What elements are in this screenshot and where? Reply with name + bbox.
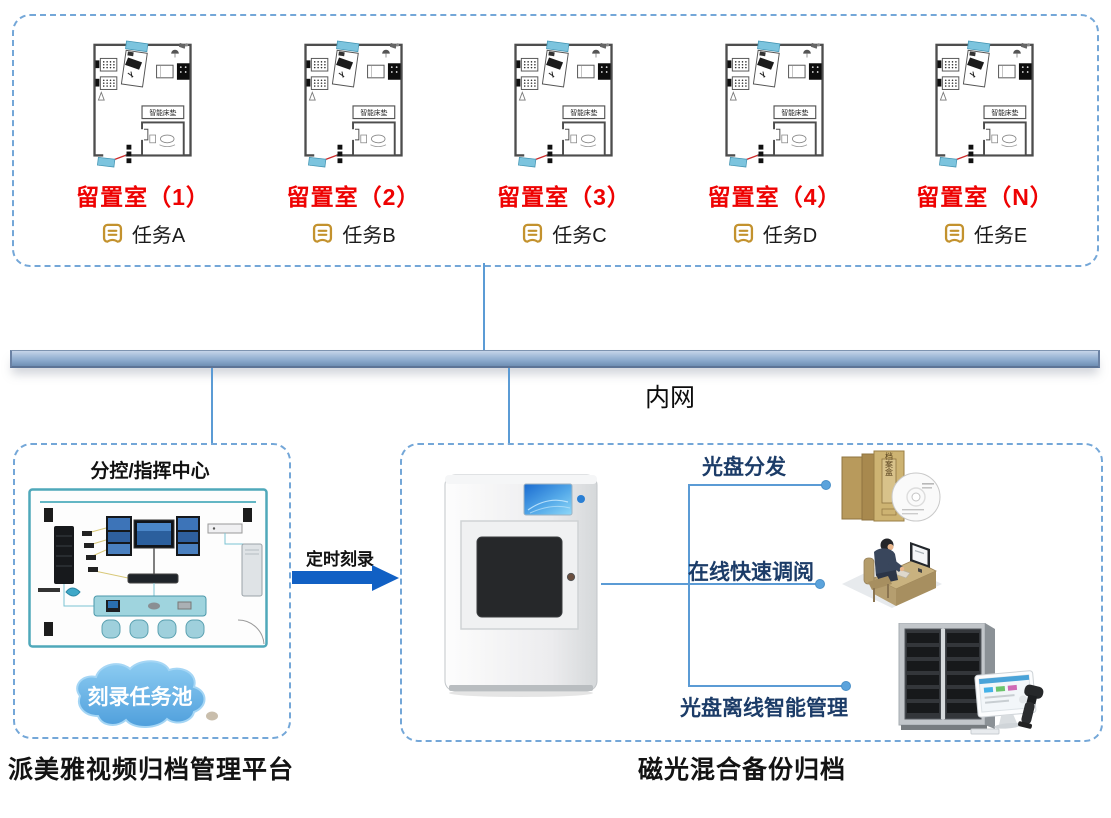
burn-task-pool-cloud: 刻录任务池	[76, 660, 218, 728]
task-row: 任务A	[101, 219, 185, 248]
rooms-row: 留置室（1） 任务A 留置室（2） 任务B 留置室（3） 任务C 留置室（4	[12, 14, 1095, 263]
room-card-3: 留置室（3） 任务C	[479, 40, 649, 263]
task-label: 任务C	[552, 225, 607, 247]
operator-desk-image	[842, 538, 942, 608]
connector-bus-to-right-box	[508, 368, 510, 443]
room-floorplan-image	[723, 40, 827, 168]
task-label: 任务B	[342, 225, 396, 247]
branch-label-retrieve: 在线快速调阅	[688, 561, 814, 584]
branch-line-offline	[689, 685, 846, 687]
control-room-image	[28, 488, 268, 648]
branch-label-offline: 光盘离线智能管理	[680, 697, 848, 720]
optical-archive-appliance-image	[444, 474, 598, 697]
archive-box-label: 档案盒	[885, 451, 894, 476]
left-platform-title: 分控/指挥中心	[90, 461, 210, 482]
right-platform-box	[400, 443, 1103, 742]
branch-node-dot	[841, 681, 851, 691]
room-card-5: 留置室（N） 任务E	[900, 40, 1070, 263]
task-card-icon	[311, 222, 334, 245]
room-name: 留置室（4）	[707, 184, 842, 210]
room-name: 留置室（N）	[916, 184, 1054, 210]
arrow-label: 定时刻录	[306, 550, 374, 569]
room-card-4: 留置室（4） 任务D	[690, 40, 860, 263]
branch-line-retrieve	[689, 583, 820, 585]
cloud-label: 刻录任务池	[88, 685, 193, 709]
timed-burning-arrow-head	[372, 564, 399, 591]
task-card-icon	[521, 222, 544, 245]
room-floorplan-image	[91, 40, 195, 168]
task-card-icon	[943, 222, 966, 245]
connector-rooms-to-bus	[483, 263, 485, 350]
branch-node-dot	[821, 480, 831, 490]
right-platform-caption: 磁光混合备份归档	[638, 756, 847, 784]
network-label: 内网	[645, 384, 696, 412]
task-row: 任务C	[521, 219, 607, 248]
left-platform-box	[13, 443, 291, 739]
task-label: 任务A	[131, 225, 186, 247]
room-name: 留置室（2）	[286, 184, 421, 210]
disc-cabinet-workstation-image	[898, 623, 1044, 735]
task-label: 任务E	[973, 225, 1028, 247]
left-platform-caption: 派美雅视频归档管理平台	[8, 756, 295, 784]
room-card-2: 留置室（2） 任务B	[269, 40, 439, 263]
task-row: 任务B	[311, 219, 396, 248]
branch-node-dot	[815, 579, 825, 589]
task-label: 任务D	[762, 225, 818, 247]
room-floorplan-image	[512, 40, 616, 168]
network-bus-bar	[10, 350, 1100, 368]
archive-box-disc-image: 档案盒	[841, 450, 941, 522]
task-row: 任务E	[943, 219, 1027, 248]
room-floorplan-image	[933, 40, 1037, 168]
branch-trunk-line	[688, 484, 690, 687]
device-branch-line	[601, 583, 689, 585]
branch-line-distribute	[689, 484, 826, 486]
room-name: 留置室（1）	[76, 184, 210, 210]
room-floorplan-image	[302, 40, 406, 168]
room-card-1: 留置室（1） 任务A	[58, 40, 228, 263]
task-card-icon	[101, 222, 124, 245]
task-row: 任务D	[732, 219, 817, 248]
task-card-icon	[732, 222, 755, 245]
branch-label-distribute: 光盘分发	[702, 456, 786, 479]
connector-bus-to-left-box	[211, 368, 213, 443]
detention-rooms-group-box	[12, 14, 1099, 267]
room-name: 留置室（3）	[497, 184, 631, 210]
timed-burning-arrow	[292, 571, 372, 584]
